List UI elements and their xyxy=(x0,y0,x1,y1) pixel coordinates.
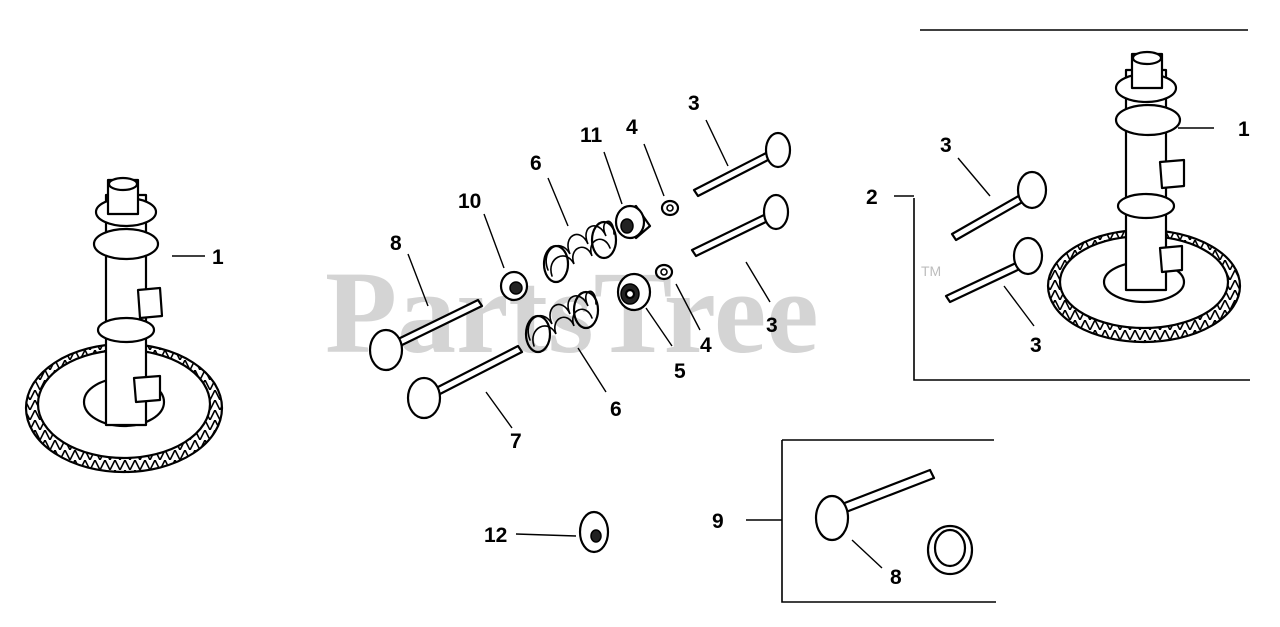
callout-8-box: 8 xyxy=(851,539,902,589)
camshaft-right xyxy=(1046,50,1242,344)
callout-6-lower: 6 xyxy=(577,347,622,421)
watermark-trademark: TM xyxy=(921,263,941,279)
callout-3-right-lower: 3 xyxy=(1003,285,1042,357)
valve-rotator xyxy=(616,272,652,312)
valve-spring-lower xyxy=(524,290,600,354)
spring-retainer xyxy=(614,204,652,240)
keeper-lower xyxy=(654,263,674,281)
svg-text:4: 4 xyxy=(626,116,638,139)
callout-3-center-lower: 3 xyxy=(745,261,778,337)
svg-text:10: 10 xyxy=(458,190,481,213)
callout-11: 11 xyxy=(580,124,623,205)
kit-box-camshaft-valves: 2 xyxy=(866,29,1250,381)
valve-center-upper xyxy=(692,131,792,198)
callout-3-center-upper: 3 xyxy=(688,92,729,167)
callout-3-right-upper: 3 xyxy=(940,134,991,197)
callout-4-lower: 4 xyxy=(675,283,712,357)
callout-6-upper: 6 xyxy=(530,152,569,227)
svg-text:6: 6 xyxy=(610,398,622,421)
svg-text:6: 6 xyxy=(530,152,542,175)
svg-text:11: 11 xyxy=(580,124,603,147)
valve-box-9 xyxy=(814,468,936,542)
svg-text:9: 9 xyxy=(712,510,724,533)
svg-text:4: 4 xyxy=(700,334,712,357)
callout-7: 7 xyxy=(485,391,522,453)
svg-text:1: 1 xyxy=(212,246,224,269)
callout-12: 12 xyxy=(484,524,577,547)
svg-text:8: 8 xyxy=(890,566,902,589)
svg-text:3: 3 xyxy=(1030,334,1042,357)
valve-intake-center xyxy=(368,298,484,372)
valve-right-lower xyxy=(944,236,1044,304)
svg-text:7: 7 xyxy=(510,430,522,453)
valve-seat-ring xyxy=(926,524,974,576)
svg-text:8: 8 xyxy=(390,232,402,255)
callout-8-center: 8 xyxy=(390,232,429,307)
svg-text:3: 3 xyxy=(688,92,700,115)
svg-text:3: 3 xyxy=(940,134,952,157)
keeper-upper xyxy=(660,199,680,217)
svg-text:1: 1 xyxy=(1238,118,1250,141)
camshaft-left xyxy=(24,176,224,474)
valve-seal xyxy=(499,270,529,302)
callout-1-left: 1 xyxy=(172,246,224,269)
svg-text:12: 12 xyxy=(484,524,507,547)
valve-spring-upper xyxy=(542,220,618,284)
watermark: PartsTree TM xyxy=(325,247,941,378)
svg-text:2: 2 xyxy=(866,186,878,209)
valve-right-upper xyxy=(950,170,1048,242)
svg-text:3: 3 xyxy=(766,314,778,337)
callout-4-upper: 4 xyxy=(626,116,665,197)
callout-5: 5 xyxy=(645,307,686,383)
svg-text:5: 5 xyxy=(674,360,686,383)
callout-1-right: 1 xyxy=(1178,118,1250,141)
valve-exhaust-center xyxy=(406,344,524,420)
watermark-text: PartsTree xyxy=(325,247,819,378)
washer xyxy=(578,510,610,554)
valve-center-lower xyxy=(690,193,790,258)
kit-box-valve-seat: 9 xyxy=(712,439,996,603)
callout-10: 10 xyxy=(458,190,505,269)
